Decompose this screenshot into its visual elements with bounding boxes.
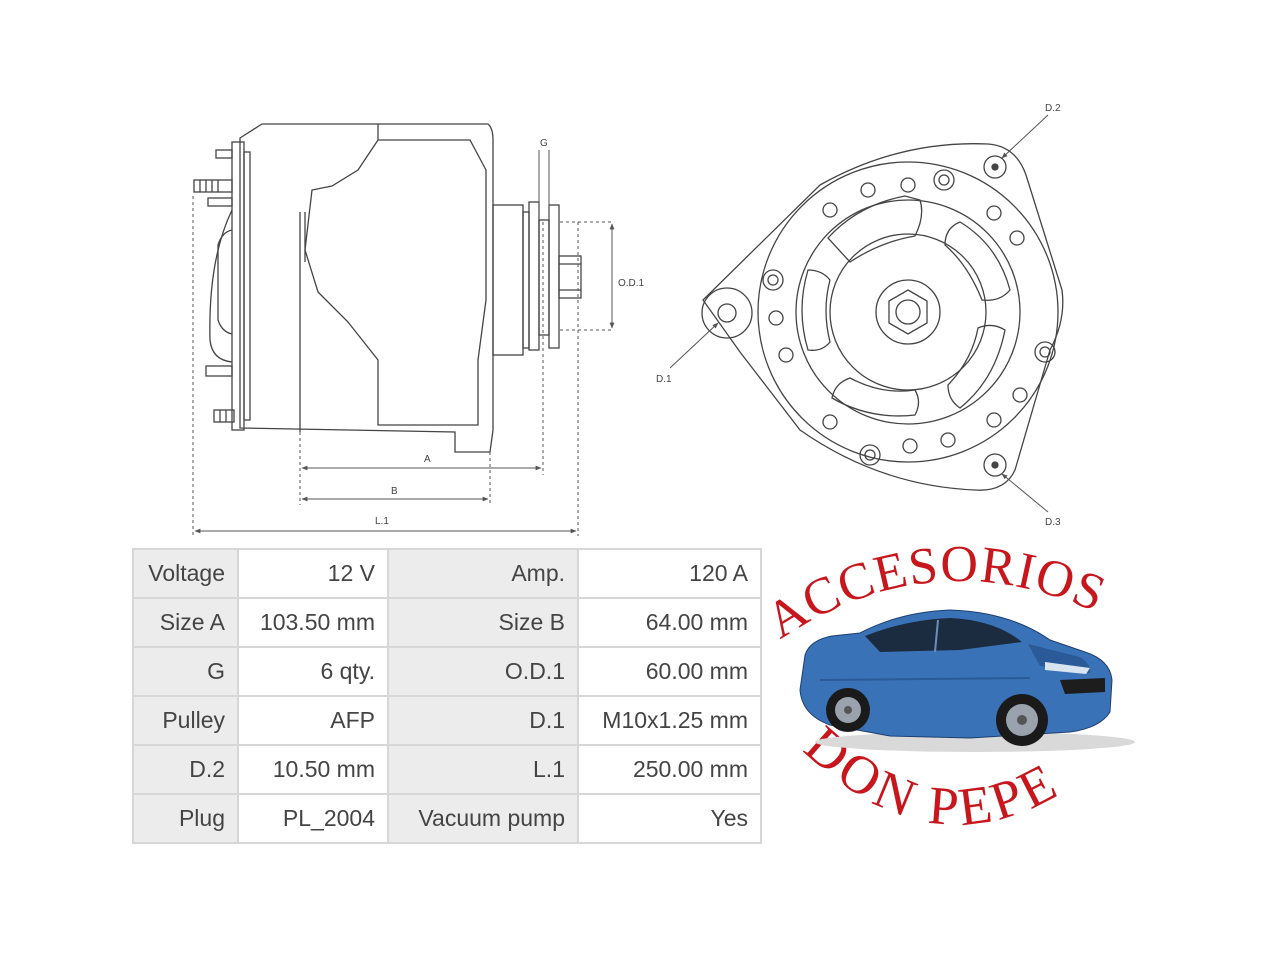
label-a: A (424, 454, 431, 465)
brand-logo: ACCESORIOS DON PEPE (760, 540, 1135, 837)
spec-value: Yes (577, 793, 762, 844)
spec-value: 250.00 mm (577, 744, 762, 795)
label-d2: D.2 (1045, 103, 1061, 114)
label-b: B (391, 486, 398, 497)
spec-value: 64.00 mm (577, 597, 762, 648)
spec-value: 120 A (577, 548, 762, 599)
spec-key: D.2 (132, 744, 239, 795)
spec-value: M10x1.25 mm (577, 695, 762, 746)
car-illustration (799, 609, 1135, 752)
spec-value: 10.50 mm (237, 744, 389, 795)
table-row: Voltage 12 V Amp. 120 A (132, 548, 762, 599)
spec-value: AFP (237, 695, 389, 746)
spec-key: L.1 (387, 744, 579, 795)
spec-key: Size B (387, 597, 579, 648)
spec-key: Size A (132, 597, 239, 648)
spec-key: Amp. (387, 548, 579, 599)
label-g: G (540, 138, 548, 149)
spec-value: 12 V (237, 548, 389, 599)
spec-key: D.1 (387, 695, 579, 746)
front-view-holes (762, 155, 1056, 477)
table-row: G 6 qty. O.D.1 60.00 mm (132, 646, 762, 697)
spec-value: 103.50 mm (237, 597, 389, 648)
label-d3: D.3 (1045, 517, 1061, 528)
spec-key: Pulley (132, 695, 239, 746)
table-row: Pulley AFP D.1 M10x1.25 mm (132, 695, 762, 746)
spec-key: O.D.1 (387, 646, 579, 697)
front-view (701, 143, 1064, 491)
side-view-dimensions (192, 150, 615, 536)
spec-table: Voltage 12 V Amp. 120 A Size A 103.50 mm… (132, 548, 762, 844)
label-l1: L.1 (375, 516, 389, 527)
alternator-technical-drawing: G O.D.1 A B L.1 (192, 103, 1064, 536)
table-row: Plug PL_2004 Vacuum pump Yes (132, 793, 762, 844)
label-d1: D.1 (656, 374, 672, 385)
spec-value: PL_2004 (237, 793, 389, 844)
spec-key: Plug (132, 793, 239, 844)
table-row: D.2 10.50 mm L.1 250.00 mm (132, 744, 762, 795)
spec-key: Voltage (132, 548, 239, 599)
table-row: Size A 103.50 mm Size B 64.00 mm (132, 597, 762, 648)
car-windows (865, 618, 1022, 652)
spec-value: 60.00 mm (577, 646, 762, 697)
spec-value: 6 qty. (237, 646, 389, 697)
label-od1: O.D.1 (618, 278, 645, 289)
side-view (193, 123, 582, 453)
spec-key: Vacuum pump (387, 793, 579, 844)
front-view-leaders (669, 114, 1049, 513)
spec-key: G (132, 646, 239, 697)
